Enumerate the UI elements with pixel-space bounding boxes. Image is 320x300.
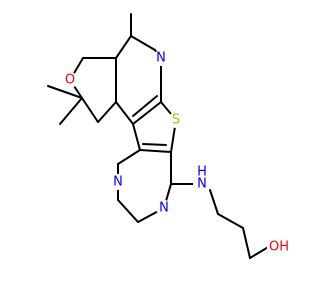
bond	[117, 149, 141, 165]
bond	[97, 101, 117, 123]
bond	[132, 101, 162, 125]
hydroxyl-group: OH	[267, 238, 291, 256]
bond	[117, 199, 139, 223]
bond	[132, 123, 141, 151]
oxygen-atom-ring: O	[62, 72, 78, 88]
bond	[217, 213, 244, 229]
atom-label-group: O N S N N H N OH	[62, 50, 291, 256]
bond	[249, 245, 271, 259]
atom-label-n-pyrimidine-2: N	[159, 201, 169, 216]
molecule-structure-diagram: O N S N N H N OH	[47, 13, 291, 259]
bond	[115, 101, 134, 125]
bond	[242, 227, 251, 259]
atom-label-s-thiophene: S	[172, 113, 180, 128]
bond	[59, 97, 83, 125]
bond	[132, 95, 158, 117]
atom-label-n-amine: N	[197, 177, 207, 192]
nitrogen-atom-pyrimidine-2: N	[156, 200, 172, 216]
amine-nh-group: H N	[193, 165, 211, 193]
bond	[209, 189, 219, 215]
atom-label-oh-hydroxyl: OH	[269, 240, 289, 255]
bond	[47, 85, 83, 99]
atom-label-o-ring: O	[65, 73, 75, 88]
atom-label-nh-hydrogen: H	[197, 165, 207, 180]
bond	[142, 143, 167, 146]
sulfur-atom-thiophene: S	[168, 112, 184, 128]
nitrogen-atom-pyrimidine-1: N	[110, 174, 126, 190]
bond	[81, 97, 99, 123]
bond	[115, 35, 132, 59]
bond	[139, 149, 172, 153]
atom-label-n-pyrimidine-1: N	[113, 175, 123, 190]
atom-label-n-pyridine: N	[156, 51, 166, 66]
nitrogen-atom-pyridine: N	[153, 50, 169, 66]
bond	[130, 35, 156, 51]
